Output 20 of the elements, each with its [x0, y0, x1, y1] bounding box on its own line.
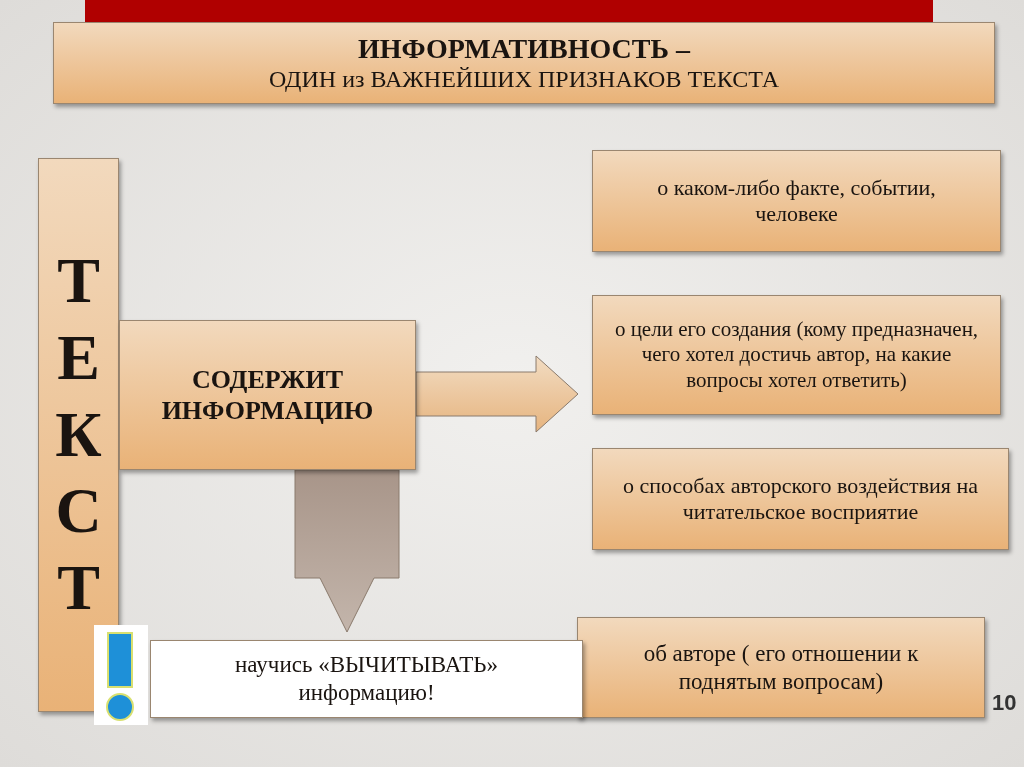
- vertical-text: ТЕКСТ: [54, 244, 103, 626]
- box-text: о каком-либо факте, событии, человеке: [656, 174, 937, 228]
- slide-number: 10: [992, 690, 1017, 716]
- box-text: об авторе ( его отношении к поднятым вопросам): [642, 639, 920, 696]
- text-box: [592, 295, 1001, 415]
- box-text: о способах авторского воздействия на читательское восприятие: [623, 472, 978, 526]
- text-box: [592, 150, 1001, 252]
- box-subtext: ОДИН из ВАЖНЕЙШИХ ПРИЗНАКОВ ТЕКСТА: [269, 65, 779, 95]
- vertical-bar: [38, 158, 119, 712]
- block-arrow: [294, 469, 400, 633]
- box-text: ИНФОРМАТИВНОСТЬ –: [358, 31, 690, 66]
- text-box: [150, 640, 583, 718]
- box-text: о цели его создания (кому предназначен, чего хотел достичь автор, на какие вопросы хотел ответить): [613, 317, 980, 393]
- block-arrow: [415, 355, 579, 433]
- box-text: СОДЕРЖИТ ИНФОРМАЦИЮ: [160, 363, 375, 427]
- text-box: [119, 320, 416, 470]
- text-box: [592, 448, 1009, 550]
- text-box: [577, 617, 985, 718]
- text-box: [53, 22, 995, 104]
- box-text: научись «ВЫЧИТЫВАТЬ» информацию!: [234, 651, 499, 707]
